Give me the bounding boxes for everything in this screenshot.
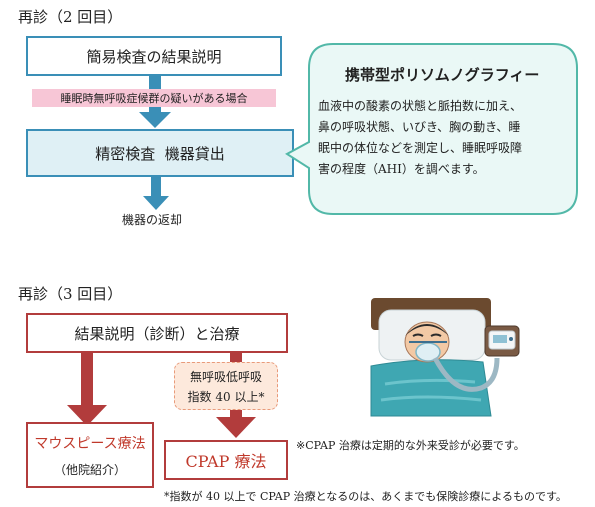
ahi-condition-line: 指数 40 以上*: [187, 390, 265, 404]
cpap-box: CPAP 療法: [164, 440, 288, 480]
flow-arrow-2: [143, 177, 169, 210]
detailed-test-box: 精密検査 機器貸出: [26, 129, 294, 177]
device-return-label: 機器の返却: [122, 213, 183, 227]
hair: [405, 324, 449, 336]
cpap-hose: [432, 356, 500, 392]
cpap-label: CPAP 療法: [185, 452, 267, 471]
cpap-note: ※CPAP 治療は定期的な外来受診が必要です。: [296, 439, 525, 452]
mouthpiece-referral: （他院紹介）: [53, 462, 126, 477]
mouthpiece-box: マウスピース療法 （他院紹介）: [26, 422, 154, 488]
bubble-shape: [285, 43, 578, 215]
diagnosis-treatment-label: 結果説明（診断）と治療: [74, 324, 240, 343]
diagnosis-treatment-box: 結果説明（診断）と治療: [26, 313, 288, 353]
condition-label-text: 睡眠時無呼吸症候群の疑いがある場合: [60, 92, 248, 105]
bubble-body: 血液中の酸素の状態と脈拍数に加え、 鼻の呼吸状態、いびき、胸の動き、睡 眠中の体…: [318, 96, 576, 180]
bubble-line: 害の程度（AHI）を調べます。: [318, 162, 485, 176]
bubble-line: 眠中の体位などを測定し、睡眠呼吸障: [318, 141, 523, 155]
footnote: *指数が 40 以上で CPAP 治療となるのは、あくまでも保険診療によるもので…: [164, 490, 567, 503]
ahi-condition-box: 無呼吸低呼吸 指数 40 以上*: [174, 362, 278, 410]
simple-test-result-label: 簡易検査の結果説明: [86, 47, 222, 66]
simple-test-result-box: 簡易検査の結果説明: [26, 36, 282, 76]
section2-title: 再診（3 回目）: [18, 285, 123, 303]
bubble-line: 鼻の呼吸状態、いびき、胸の動き、睡: [318, 120, 521, 134]
mouthpiece-label: マウスピース療法: [34, 435, 146, 452]
cpap-patient-illustration: [370, 298, 520, 417]
ahi-condition-line: 無呼吸低呼吸: [189, 370, 262, 384]
bubble-line: 血液中の酸素の状態と脈拍数に加え、: [318, 99, 523, 113]
arrow-to-mouthpiece: [67, 353, 107, 426]
detailed-test-label: 精密検査 機器貸出: [95, 144, 225, 163]
condition-label: 睡眠時無呼吸症候群の疑いがある場合: [32, 89, 276, 107]
section1-title: 再診（2 回目）: [18, 8, 123, 26]
bubble-title: 携帯型ポリソムノグラフィー: [345, 66, 540, 84]
blanket: [370, 359, 492, 417]
